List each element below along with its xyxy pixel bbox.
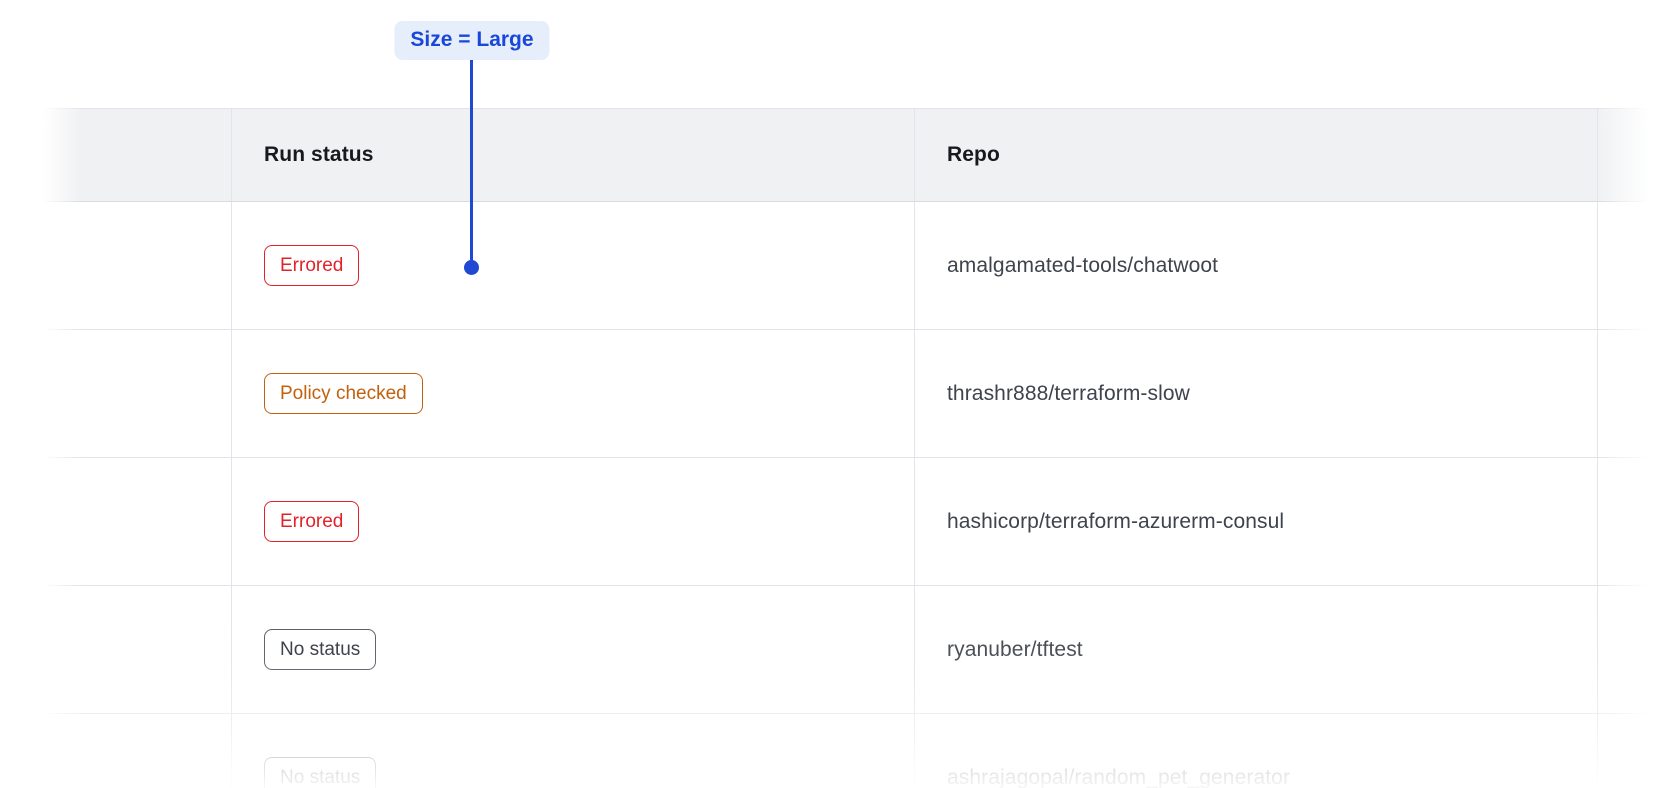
row-cell-overflow (1598, 586, 1672, 713)
repo-cell-text: hashicorp/terraform-azurerm-consul (947, 509, 1285, 533)
row-cell-repo: ryanuber/tftest (915, 586, 1598, 713)
run-status-column-header: Run status (264, 143, 374, 166)
run-status-badge: Errored (264, 501, 360, 542)
row-cell-overflow (1598, 714, 1672, 788)
table-row[interactable]: No status ryanuber/tftest (0, 586, 1672, 714)
repo-cell-text: ryanuber/tftest (947, 637, 1083, 661)
annotation-connector-dot (464, 260, 479, 275)
row-cell-repo: thrashr888/terraform-slow (915, 330, 1598, 457)
header-cell-repo: Repo (915, 109, 1598, 201)
header-cell-run-status: Run status (232, 109, 915, 201)
row-cell-run-status: Errored (232, 202, 915, 329)
annotation-connector-line (470, 57, 473, 261)
row-cell-empty (0, 202, 232, 329)
row-cell-run-status: Policy checked (232, 330, 915, 457)
table-row[interactable]: Errored amalgamated-tools/chatwoot (0, 202, 1672, 330)
run-status-badge: Policy checked (264, 373, 423, 414)
row-cell-empty (0, 458, 232, 585)
row-cell-empty (0, 586, 232, 713)
row-cell-run-status: No status (232, 714, 915, 788)
row-cell-repo: amalgamated-tools/chatwoot (915, 202, 1598, 329)
table-header-row: Run status Repo (0, 108, 1672, 202)
run-status-badge: No status (264, 629, 377, 670)
table-body: Errored amalgamated-tools/chatwoot Polic… (0, 202, 1672, 788)
run-status-badge: Errored (264, 245, 360, 286)
repo-cell-text: thrashr888/terraform-slow (947, 381, 1190, 405)
row-cell-overflow (1598, 458, 1672, 585)
size-large-annotation-chip: Size = Large (394, 21, 550, 60)
row-cell-overflow (1598, 202, 1672, 329)
table-row[interactable]: No status ashrajagopal/random_pet_genera… (0, 714, 1672, 788)
row-cell-empty (0, 330, 232, 457)
runs-table: Run status Repo Errored amalgamated-tool… (0, 108, 1672, 788)
row-cell-repo: ashrajagopal/random_pet_generator (915, 714, 1598, 788)
header-cell-overflow (1598, 109, 1672, 201)
row-cell-empty (0, 714, 232, 788)
row-cell-repo: hashicorp/terraform-azurerm-consul (915, 458, 1598, 585)
table-row[interactable]: Errored hashicorp/terraform-azurerm-cons… (0, 458, 1672, 586)
row-cell-run-status: No status (232, 586, 915, 713)
repo-cell-text: amalgamated-tools/chatwoot (947, 253, 1219, 277)
table-row[interactable]: Policy checked thrashr888/terraform-slow (0, 330, 1672, 458)
row-cell-overflow (1598, 330, 1672, 457)
repo-cell-text: ashrajagopal/random_pet_generator (947, 765, 1291, 788)
row-cell-run-status: Errored (232, 458, 915, 585)
header-cell-empty (0, 109, 232, 201)
run-status-badge: No status (264, 757, 377, 788)
repo-column-header: Repo (947, 143, 1000, 166)
